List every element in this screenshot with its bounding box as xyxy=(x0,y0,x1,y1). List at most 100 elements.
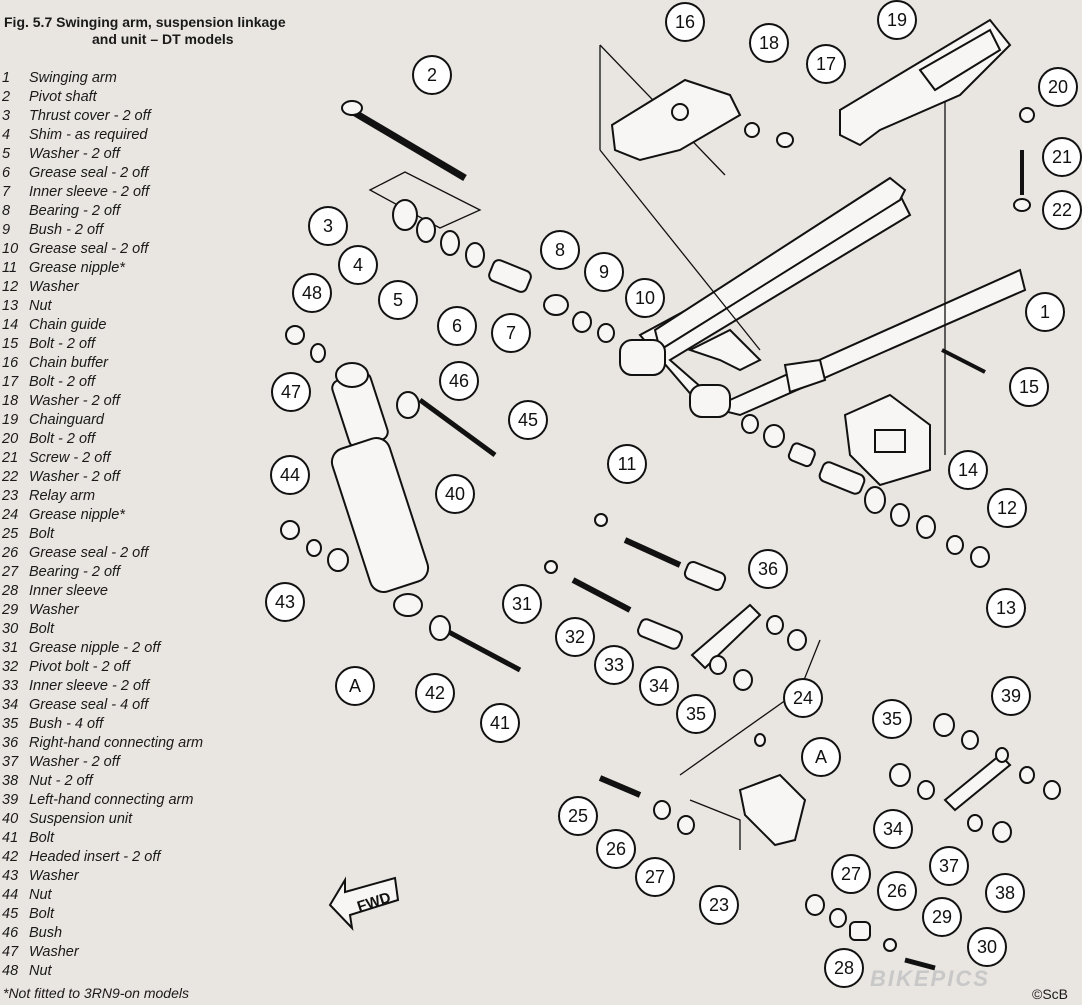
callout-number: 12 xyxy=(997,498,1017,518)
callout-circle xyxy=(665,2,705,42)
callout-a: A xyxy=(335,666,375,706)
callout-circle xyxy=(1025,292,1065,332)
legend-number: 24 xyxy=(2,507,19,523)
legend-label: Right-hand connecting arm xyxy=(29,735,204,751)
callout-number: 6 xyxy=(452,316,462,336)
legend-label: Left-hand connecting arm xyxy=(29,792,194,808)
suspension-unit-drawing xyxy=(330,362,522,673)
callout-circle xyxy=(991,676,1031,716)
callout-circle xyxy=(625,278,665,318)
legend-number: 4 xyxy=(2,127,11,143)
callout-22: 22 xyxy=(1042,190,1082,230)
callout-circle xyxy=(824,948,864,988)
callout-26: 26 xyxy=(877,871,917,911)
legend-label: Washer - 2 off xyxy=(29,146,120,162)
legend-label: Bush xyxy=(29,925,63,941)
callout-number: 24 xyxy=(793,688,813,708)
callout-18: 18 xyxy=(749,23,789,63)
callout-16: 16 xyxy=(665,2,705,42)
legend-number: 3 xyxy=(2,108,11,124)
callout-21: 21 xyxy=(1042,137,1082,177)
legend-number: 48 xyxy=(2,963,19,979)
swinging-arm-drawing xyxy=(599,44,1027,455)
callout-37: 37 xyxy=(929,846,969,886)
legend-label: Thrust cover - 2 off xyxy=(29,108,151,124)
legend-label: Washer - 2 off xyxy=(29,469,120,485)
callout-number: 22 xyxy=(1052,200,1072,220)
callout-circle xyxy=(265,582,305,622)
legend-number: 44 xyxy=(2,887,19,903)
legend-number: 36 xyxy=(2,735,19,751)
fwd-arrow: FWD xyxy=(328,876,400,931)
legend-label: Bearing - 2 off xyxy=(29,564,121,580)
callout-circle xyxy=(922,897,962,937)
callout-circle xyxy=(555,617,595,657)
legend-label: Pivot bolt - 2 off xyxy=(29,659,130,675)
callout-19: 19 xyxy=(877,0,917,40)
legend-number: 32 xyxy=(2,659,19,675)
legend-number: 14 xyxy=(2,317,19,333)
callout-circle xyxy=(877,0,917,40)
callout-27: 27 xyxy=(635,857,675,897)
legend-label: Grease nipple - 2 off xyxy=(29,640,161,656)
callout-30: 30 xyxy=(967,927,1007,967)
legend-label: Nut xyxy=(29,298,52,314)
callout-number: 27 xyxy=(645,867,665,887)
legend-label: Suspension unit xyxy=(29,811,133,827)
legend-label: Grease nipple* xyxy=(29,507,125,523)
legend-number: 6 xyxy=(2,165,11,181)
callout-5: 5 xyxy=(378,280,418,320)
legend-label: Bolt xyxy=(29,906,54,922)
callout-number: 37 xyxy=(939,856,959,876)
callout-9: 9 xyxy=(584,252,624,292)
legend-item: 6 Grease seal - 2 off xyxy=(2,164,292,183)
legend-label: Chain buffer xyxy=(29,355,108,371)
legend-item: 14 Chain guide xyxy=(2,316,292,335)
callout-47: 47 xyxy=(271,372,311,412)
legend-number: 31 xyxy=(2,640,19,656)
legend-label: Inner sleeve - 2 off xyxy=(29,678,150,694)
callout-number: 4 xyxy=(353,255,363,275)
callout-20: 20 xyxy=(1038,67,1078,107)
legend-number: 18 xyxy=(2,393,19,409)
legend-label: Grease seal - 4 off xyxy=(29,697,149,713)
callout-32: 32 xyxy=(555,617,595,657)
callout-number: 45 xyxy=(518,410,538,430)
callout-number: 14 xyxy=(958,460,978,480)
legend-number: 41 xyxy=(2,830,19,846)
legend-label: Washer xyxy=(29,602,79,618)
callout-26: 26 xyxy=(596,829,636,869)
callout-24: 24 xyxy=(783,678,823,718)
callout-number: 19 xyxy=(887,10,907,30)
legend-number: 38 xyxy=(2,773,19,789)
callout-number: 7 xyxy=(506,323,516,343)
legend-label: Bolt xyxy=(29,526,54,542)
legend-label: Chain guide xyxy=(29,317,107,333)
legend-number: 19 xyxy=(2,412,19,428)
legend-number: 43 xyxy=(2,868,19,884)
callout-43: 43 xyxy=(265,582,305,622)
callout-number: 1 xyxy=(1040,302,1050,322)
callout-circle xyxy=(801,737,841,777)
legend-number: 47 xyxy=(2,944,19,960)
callout-38: 38 xyxy=(985,873,1025,913)
callout-circle xyxy=(1042,190,1082,230)
chain-buffer-drawing xyxy=(610,78,742,162)
legend-label: Grease seal - 2 off xyxy=(29,165,149,181)
